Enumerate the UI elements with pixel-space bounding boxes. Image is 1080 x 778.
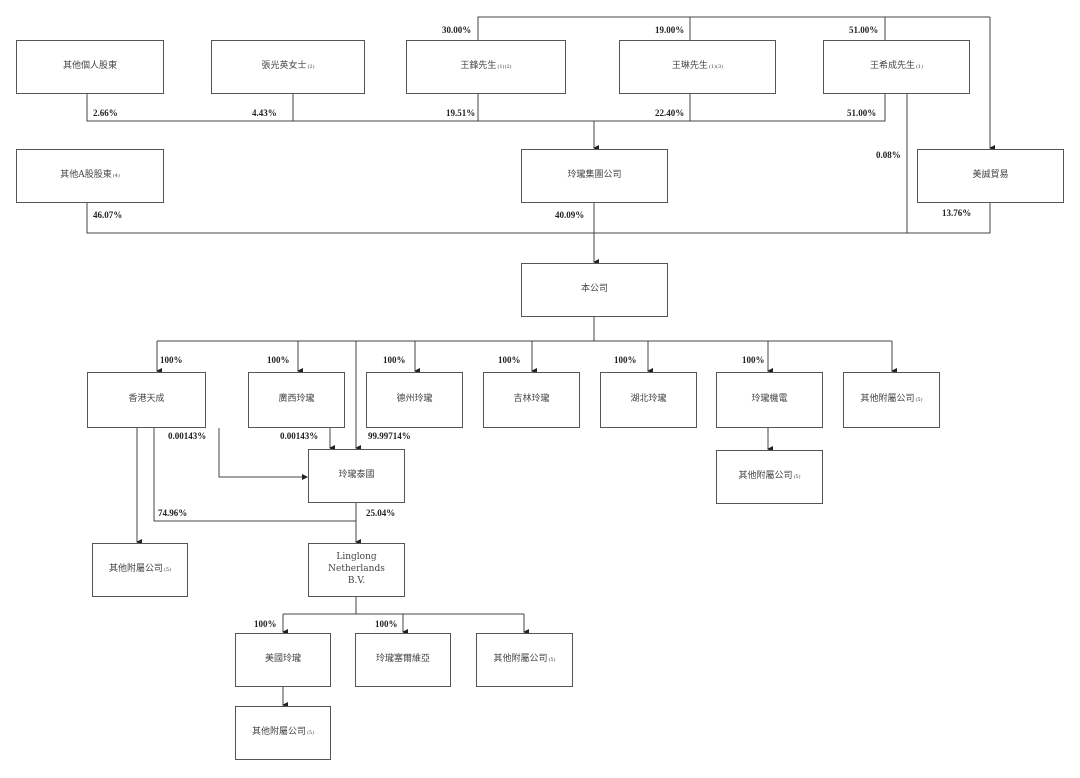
entity-wang-xicheng: 王希成先生(1): [823, 40, 970, 94]
entity-label: 玲瓏泰國: [338, 470, 375, 481]
entity-jidian-other-subsidiaries: 其他附屬公司(5): [716, 450, 823, 504]
entity-label: 王琳先生: [671, 61, 708, 72]
entity-linglong-group: 玲瓏集團公司: [521, 149, 668, 203]
footnote-ref: (1): [915, 63, 924, 70]
pct-label: 100%: [267, 355, 290, 365]
pct-label: 0.00143%: [168, 431, 207, 441]
pct-label: 30.00%: [442, 25, 472, 35]
entity-the-company: 本公司: [521, 263, 668, 317]
pct-label: 74.96%: [158, 508, 188, 518]
entity-other-subsidiaries: 其他附屬公司(5): [843, 372, 940, 428]
entity-label: 德州玲瓏: [396, 394, 433, 405]
entity-wang-lin: 王琳先生(1)(3): [619, 40, 776, 94]
entity-hk-other-subsidiaries: 其他附屬公司(5): [92, 543, 188, 597]
entity-jilin-linglong: 吉林玲瓏: [483, 372, 580, 428]
entity-label: 其他附屬公司: [493, 654, 548, 665]
pct-label: 100%: [160, 355, 183, 365]
entity-usa-other-subsidiaries: 其他附屬公司(5): [235, 706, 331, 760]
footnote-ref: (5): [163, 566, 172, 573]
entity-label: 玲瓏機電: [751, 394, 788, 405]
entity-label: 美誠貿易: [972, 170, 1009, 181]
entity-label: 其他附屬公司: [251, 727, 306, 738]
entity-label: 廣西玲瓏: [278, 394, 315, 405]
pct-label: 46.07%: [93, 210, 123, 220]
pct-label: 2.66%: [93, 108, 118, 118]
entity-other-a-shareholders: 其他A股股東(4): [16, 149, 164, 203]
entity-wang-feng: 王鋒先生(1)(2): [406, 40, 566, 94]
pct-label: 99.99714%: [368, 431, 411, 441]
entity-usa-linglong: 美國玲瓏: [235, 633, 331, 687]
entity-linglong-netherlands: Linglong Netherlands B.V.: [308, 543, 405, 597]
entity-label: 王希成先生: [869, 61, 915, 72]
footnote-ref: (1)(3): [708, 63, 724, 70]
entity-label: 其他附屬公司: [738, 471, 793, 482]
pct-label: 0.00143%: [280, 431, 319, 441]
footnote-ref: (4): [112, 172, 120, 179]
pct-label: 19.51%: [446, 108, 476, 118]
entity-dezhou-linglong: 德州玲瓏: [366, 372, 463, 428]
entity-hk-tiancheng: 香港天成: [87, 372, 206, 428]
pct-label: 22.40%: [655, 108, 685, 118]
entity-nl-other-subsidiaries: 其他附屬公司(5): [476, 633, 573, 687]
entity-meicheng-trading: 美誠貿易: [917, 149, 1064, 203]
pct-label: 100%: [375, 619, 398, 629]
pct-label: 100%: [498, 355, 521, 365]
entity-label: 美國玲瓏: [264, 654, 301, 665]
footnote-ref: (5): [915, 396, 923, 403]
pct-label: 100%: [614, 355, 637, 365]
entity-other-individual-shareholders: 其他個人股東: [16, 40, 164, 94]
entity-linglong-jidian: 玲瓏機電: [716, 372, 823, 428]
entity-label: Linglong Netherlands B.V.: [328, 552, 385, 586]
pct-label: 19.00%: [655, 25, 685, 35]
entity-label: 玲瓏集團公司: [567, 170, 622, 181]
entity-label: 王鋒先生: [460, 61, 497, 72]
entity-linglong-thailand: 玲瓏泰國: [308, 449, 405, 503]
entity-label: 張光英女士: [261, 61, 307, 72]
footnote-ref: (5): [306, 729, 315, 736]
pct-label: 25.04%: [366, 508, 396, 518]
pct-label: 4.43%: [252, 108, 277, 118]
pct-label: 0.08%: [876, 150, 901, 160]
entity-label: 本公司: [580, 284, 608, 295]
entity-guangxi-linglong: 廣西玲瓏: [248, 372, 345, 428]
entity-label: 其他個人股東: [62, 61, 117, 72]
pct-label: 100%: [254, 619, 277, 629]
footnote-ref: (2): [307, 63, 315, 70]
footnote-ref: (5): [548, 656, 556, 663]
entity-label: 其他附屬公司: [860, 394, 915, 405]
pct-label: 13.76%: [942, 208, 972, 218]
entity-label: 湖北玲瓏: [630, 394, 667, 405]
entity-hubei-linglong: 湖北玲瓏: [600, 372, 697, 428]
pct-label: 40.09%: [555, 210, 585, 220]
pct-label: 100%: [742, 355, 765, 365]
footnote-ref: (1)(2): [497, 63, 512, 70]
pct-label: 51.00%: [847, 108, 877, 118]
entity-label: 香港天成: [128, 394, 165, 405]
pct-label: 51.00%: [849, 25, 879, 35]
entity-zhang-guangying: 張光英女士(2): [211, 40, 365, 94]
entity-label: 玲瓏塞爾維亞: [375, 654, 430, 665]
entity-label: 吉林玲瓏: [513, 394, 550, 405]
footnote-ref: (5): [793, 473, 801, 480]
entity-label: 其他A股股東: [60, 170, 112, 181]
pct-label: 100%: [383, 355, 406, 365]
entity-linglong-serbia: 玲瓏塞爾維亞: [355, 633, 451, 687]
entity-label: 其他附屬公司: [108, 564, 163, 575]
